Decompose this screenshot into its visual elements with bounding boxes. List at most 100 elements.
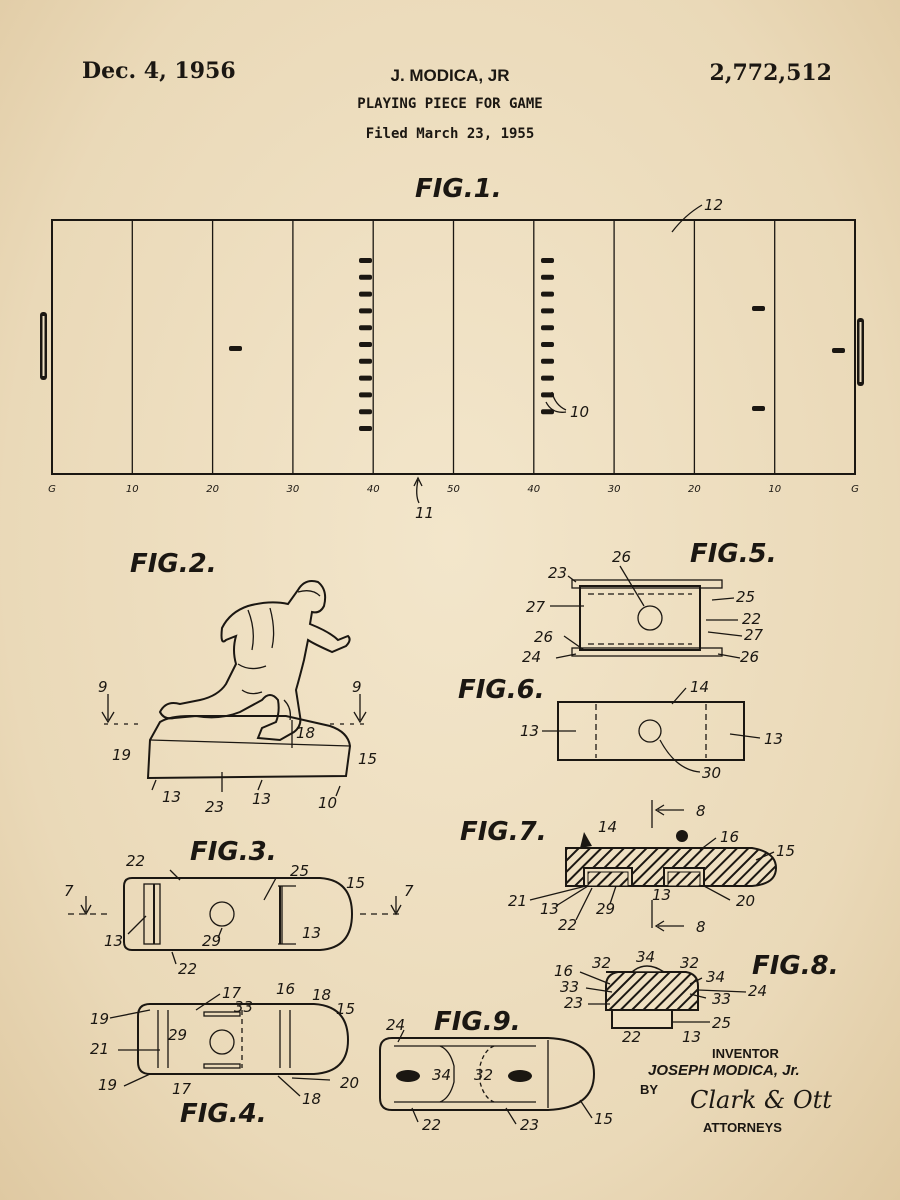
fig4-ref: 19 (90, 1010, 109, 1028)
playing-piece (359, 258, 372, 263)
ref-12: 12 (704, 196, 723, 214)
fig9-pin-right (508, 1070, 532, 1082)
fig8-cross-section: FIG.8. 34 32 32 16 34 33 24 23 33 22 13 … (554, 948, 839, 1046)
fig4-ref: 20 (340, 1074, 359, 1092)
fig7-ref: 15 (776, 842, 795, 860)
fig3-ref: 25 (290, 862, 309, 880)
fig2-ref: 13 (252, 790, 271, 808)
fig2-ref: 13 (162, 788, 181, 806)
fig9-pin-left (396, 1070, 420, 1082)
filed-date: Filed March 23, 1955 (365, 126, 535, 142)
playing-piece (752, 306, 765, 311)
yard-label: 20 (206, 484, 219, 495)
fig3-ref: 22 (178, 960, 197, 978)
fig6-label: FIG.6. (458, 675, 545, 705)
fig8-ref: 13 (682, 1028, 701, 1046)
fig2-ref: 18 (296, 724, 315, 742)
fig5-ref: 22 (742, 610, 761, 628)
fig8-body (605, 971, 699, 1011)
fig6-ref: 14 (690, 678, 709, 696)
playing-piece (832, 348, 845, 353)
inventor-name: JOSEPH MODICA, Jr. (648, 1062, 800, 1079)
playing-piece (359, 291, 372, 297)
fig5-ref: 25 (736, 588, 755, 606)
playing-piece (541, 342, 554, 347)
playing-piece (359, 426, 372, 431)
by-label: BY (640, 1082, 659, 1097)
fig7-ref: 8 (696, 802, 706, 820)
fig7-ref: 21 (508, 892, 527, 910)
fig9-ref: 22 (422, 1116, 441, 1134)
fig4-ref: 33 (234, 998, 253, 1016)
field-playing-pieces (229, 258, 845, 431)
yard-label: 40 (527, 484, 540, 495)
yard-lines (131, 220, 776, 474)
fig7-ref: 20 (736, 892, 755, 910)
playing-piece (359, 342, 372, 347)
fig3-ref: 22 (126, 852, 145, 870)
playing-piece (229, 346, 242, 351)
fig6-ref: 30 (702, 764, 721, 782)
fig7-cross-section: FIG.7. 8 14 16 15 21 13 29 13 20 22 8 (460, 800, 795, 936)
yard-label: 40 (367, 484, 380, 495)
playing-piece (541, 258, 554, 263)
fig4-outline (137, 1003, 350, 1075)
fig8-ref: 32 (592, 954, 611, 972)
fig9-ref: 34 (432, 1066, 451, 1084)
fig5-ref: 26 (612, 548, 631, 566)
fig3-base-top-view: FIG.3. 22 25 15 7 7 13 29 13 22 (64, 837, 414, 978)
fig8-ref: 34 (636, 948, 655, 966)
fig2-ref: 23 (205, 798, 224, 816)
fig9-ref: 32 (474, 1066, 493, 1084)
fig7-label: FIG.7. (460, 817, 547, 847)
fig9-base-section: FIG.9. 24 34 32 22 23 15 (379, 1007, 613, 1134)
playing-piece (359, 409, 372, 415)
fig8-ref: 16 (554, 962, 573, 980)
fig5-body (579, 585, 701, 651)
fig2-ref: 9 (98, 678, 108, 696)
fig4-ref: 15 (336, 1000, 355, 1018)
playing-piece (541, 291, 554, 297)
fig2-ref: 9 (352, 678, 362, 696)
yard-label: 20 (688, 484, 701, 495)
fig8-ref: 33 (712, 990, 731, 1008)
fig3-ref: 13 (104, 932, 123, 950)
yard-label: 50 (447, 484, 460, 495)
fig5-ref: 27 (744, 626, 764, 644)
fig4-base-bottom-view: FIG.4. 19 17 16 18 33 15 29 21 19 17 20 … (90, 980, 359, 1129)
fig6-ref: 13 (764, 730, 783, 748)
ref-11: 11 (415, 504, 434, 522)
playing-piece (541, 325, 554, 331)
fig7-ref: 29 (596, 900, 615, 918)
fig2-label: FIG.2. (130, 549, 217, 579)
fig3-outline (123, 877, 354, 951)
fig9-ref: 23 (520, 1116, 539, 1134)
patent-number: 2,772,512 (709, 60, 832, 86)
fig8-ref: 34 (706, 968, 725, 986)
yard-label: 10 (126, 484, 139, 495)
fig5-label: FIG.5. (690, 539, 777, 569)
inventor-heading: J. MODICA, JR (390, 66, 510, 85)
playing-piece (359, 325, 372, 331)
fig8-ref: 32 (680, 954, 699, 972)
fig7-ref: 22 (558, 916, 577, 934)
fig2-ref: 15 (358, 750, 377, 768)
fig4-ref: 17 (222, 984, 242, 1002)
fig5-ref: 24 (522, 648, 541, 666)
fig4-ref: 18 (312, 986, 331, 1004)
fig9-outline (379, 1037, 596, 1111)
yard-label: 30 (608, 484, 621, 495)
fig2-ref: 19 (112, 746, 131, 764)
fig3-ref: 29 (202, 932, 221, 950)
fig5-ref: 27 (526, 598, 546, 616)
fig7-ref: 8 (696, 918, 706, 936)
playing-piece (359, 358, 372, 364)
playing-piece (541, 392, 554, 398)
fig4-ref: 17 (172, 1080, 192, 1098)
playing-piece (541, 409, 554, 415)
fig7-ref: 14 (598, 818, 617, 836)
